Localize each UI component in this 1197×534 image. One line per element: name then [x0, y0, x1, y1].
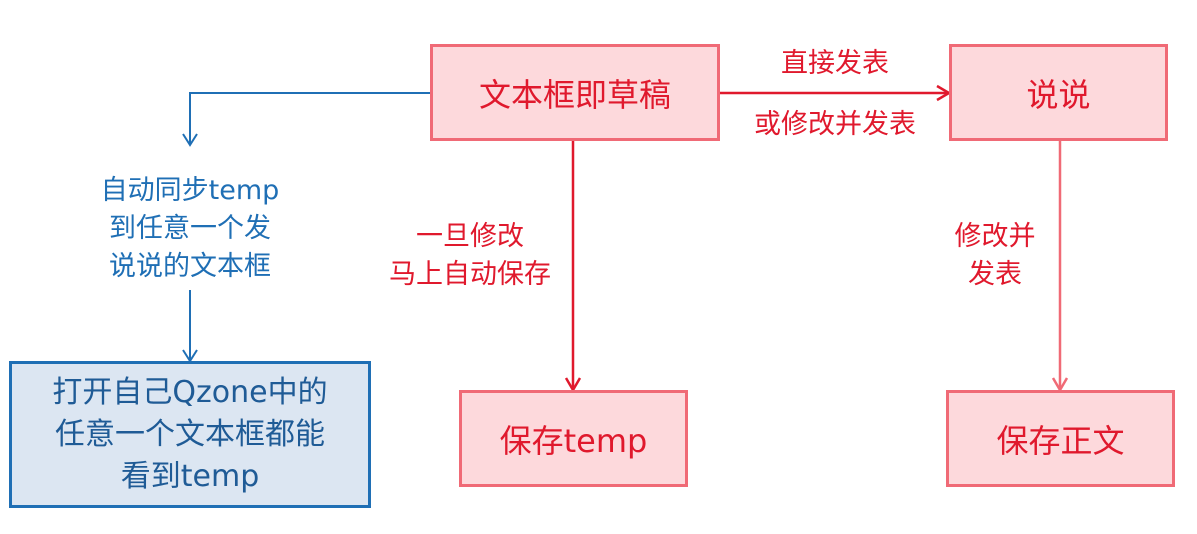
node-draft-textbox: 文本框即草稿	[430, 44, 720, 141]
qzone-line-1: 打开自己Qzone中的	[52, 374, 328, 410]
edit-publish-line-2: 发表	[968, 259, 1022, 290]
qzone-line-3: 看到temp	[120, 458, 260, 494]
arrow-draft-to-qzone	[182, 92, 430, 363]
node-save-body: 保存正文	[946, 390, 1175, 487]
edit-publish-line-1: 修改并	[954, 221, 1036, 252]
arrow-draft-to-shuoshuo	[720, 84, 952, 102]
qzone-line-2: 任意一个文本框都能	[55, 416, 325, 452]
node-shuoshuo: 说说	[949, 44, 1168, 141]
autosave-line-1: 一旦修改	[416, 221, 524, 252]
label-edit-publish: 修改并 发表	[935, 218, 1055, 294]
label-publish-top: 直接发表	[781, 48, 889, 79]
sync-line-2: 到任意一个发	[109, 213, 271, 244]
arrow-shuoshuo-to-save-body	[1051, 141, 1069, 393]
label-sync: 自动同步temp 到任意一个发 说说的文本框	[80, 172, 300, 286]
label-publish-bottom: 或修改并发表	[754, 109, 916, 140]
node-qzone-view-temp: 打开自己Qzone中的 任意一个文本框都能 看到temp	[9, 361, 371, 508]
sync-line-1: 自动同步temp	[100, 175, 280, 206]
sync-line-3: 说说的文本框	[109, 251, 271, 282]
autosave-line-2: 马上自动保存	[389, 259, 551, 290]
node-save-temp: 保存temp	[459, 390, 688, 487]
label-autosave: 一旦修改 马上自动保存	[365, 218, 575, 294]
